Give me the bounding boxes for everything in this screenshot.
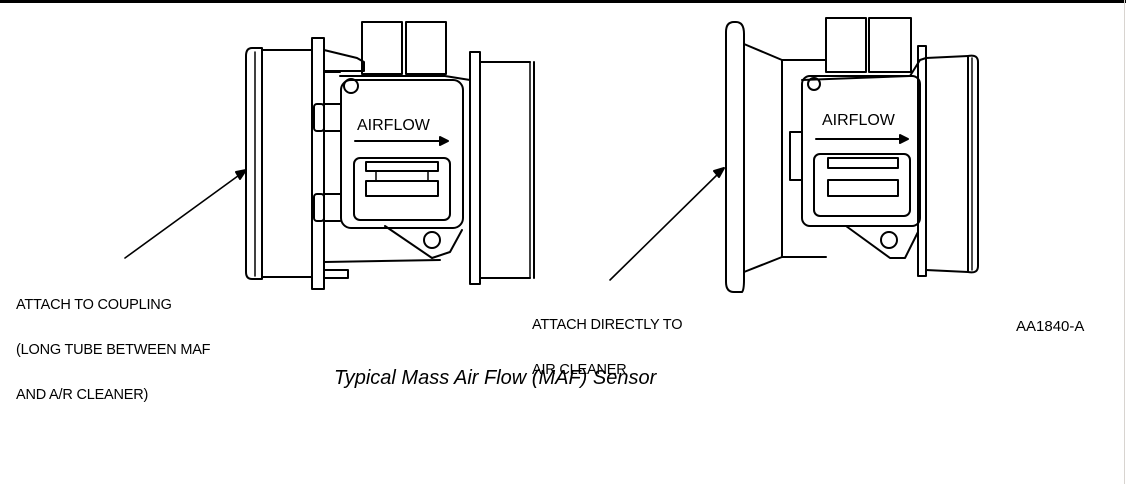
right-callout-line-1: ATTACH DIRECTLY TO: [532, 317, 683, 333]
left-callout-label: ATTACH TO COUPLING (LONG TUBE BETWEEN MA…: [16, 268, 211, 418]
right-screw-bottom: [880, 231, 898, 249]
left-callout-line-2: (LONG TUBE BETWEEN MAF: [16, 342, 211, 358]
right-connector-2: [868, 17, 912, 73]
left-sensor-drawing: [245, 21, 535, 290]
left-connector-2: [405, 21, 447, 75]
right-callout-line-2: AIR CLEANER: [532, 362, 627, 378]
left-airflow-label: AIRFLOW: [357, 117, 431, 134]
left-screw-bottom: [423, 231, 441, 249]
left-inlet-lip: [245, 47, 263, 280]
right-callout-label: ATTACH DIRECTLY TO AIR CLEANER: [532, 288, 682, 393]
figure-id: AA1840-A: [1016, 318, 1085, 335]
left-callout-line-1: ATTACH TO COUPLING: [16, 297, 172, 313]
left-cover: [340, 79, 464, 229]
right-screw-top: [807, 77, 821, 91]
right-sensor-drawing: [725, 17, 979, 293]
frame-top-border: [0, 0, 1126, 3]
frame-right-border: [1124, 0, 1125, 484]
left-callout-leader: [124, 169, 247, 259]
right-connector-1: [825, 17, 867, 73]
right-callout-leader: [609, 167, 725, 281]
right-airflow-label: AIRFLOW: [822, 112, 896, 129]
left-callout-line-3: AND A/R CLEANER): [16, 387, 149, 403]
right-inlet-lip: [725, 21, 745, 293]
figure-caption: Typical Mass Air Flow (MAF) Sensor: [334, 367, 657, 389]
left-connector-1: [361, 21, 403, 75]
left-flange: [311, 37, 325, 290]
right-cover: [801, 75, 921, 227]
